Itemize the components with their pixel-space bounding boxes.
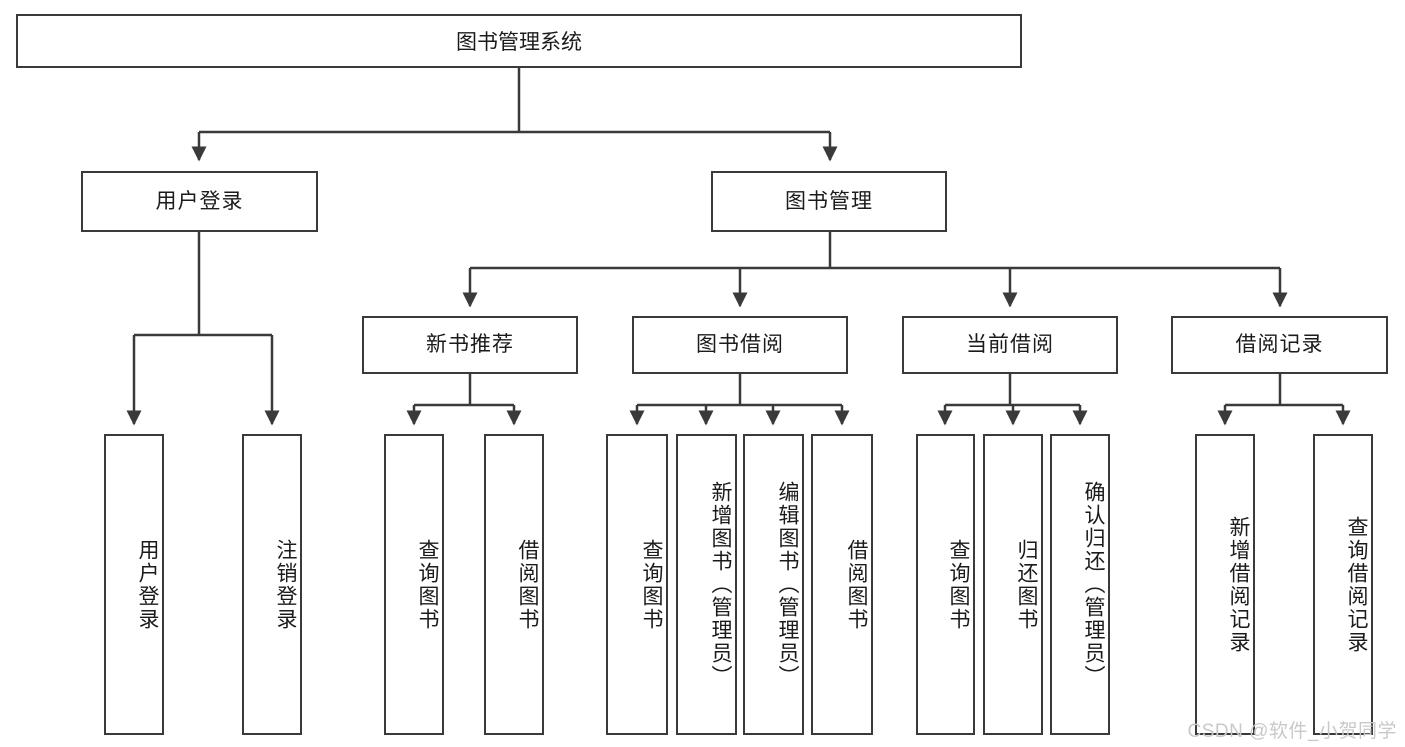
leaf-user-login-signout[interactable]: 注销登录 (242, 434, 302, 735)
node-user-login[interactable]: 用户登录 (81, 171, 318, 232)
node-book-borrow[interactable]: 图书借阅 (632, 316, 848, 374)
leaf-user-login-signin[interactable]: 用户登录 (104, 434, 164, 735)
leaf-current-borrow-confirm-return[interactable]: 确认归还（管理员） (1050, 434, 1110, 735)
leaf-book-borrow-edit[interactable]: 编辑图书（管理员） (743, 434, 804, 735)
leaf-book-borrow-add[interactable]: 新增图书（管理员） (676, 434, 737, 735)
watermark-csdn: CSDN @软件_小贺同学 (1187, 721, 1397, 742)
leaf-new-book-query[interactable]: 查询图书 (384, 434, 444, 735)
leaf-current-borrow-query[interactable]: 查询图书 (916, 434, 975, 735)
leaf-current-borrow-return[interactable]: 归还图书 (983, 434, 1043, 735)
node-new-book-recommend[interactable]: 新书推荐 (362, 316, 578, 374)
node-borrow-record[interactable]: 借阅记录 (1171, 316, 1388, 374)
node-current-borrow[interactable]: 当前借阅 (902, 316, 1118, 374)
leaf-new-book-borrow[interactable]: 借阅图书 (484, 434, 544, 735)
leaf-borrow-record-query[interactable]: 查询借阅记录 (1313, 434, 1373, 735)
node-root-system[interactable]: 图书管理系统 (16, 14, 1022, 68)
leaf-book-borrow-query[interactable]: 查询图书 (606, 434, 668, 735)
leaf-book-borrow-borrow[interactable]: 借阅图书 (811, 434, 873, 735)
leaf-borrow-record-add[interactable]: 新增借阅记录 (1195, 434, 1255, 735)
node-book-management[interactable]: 图书管理 (711, 171, 947, 232)
